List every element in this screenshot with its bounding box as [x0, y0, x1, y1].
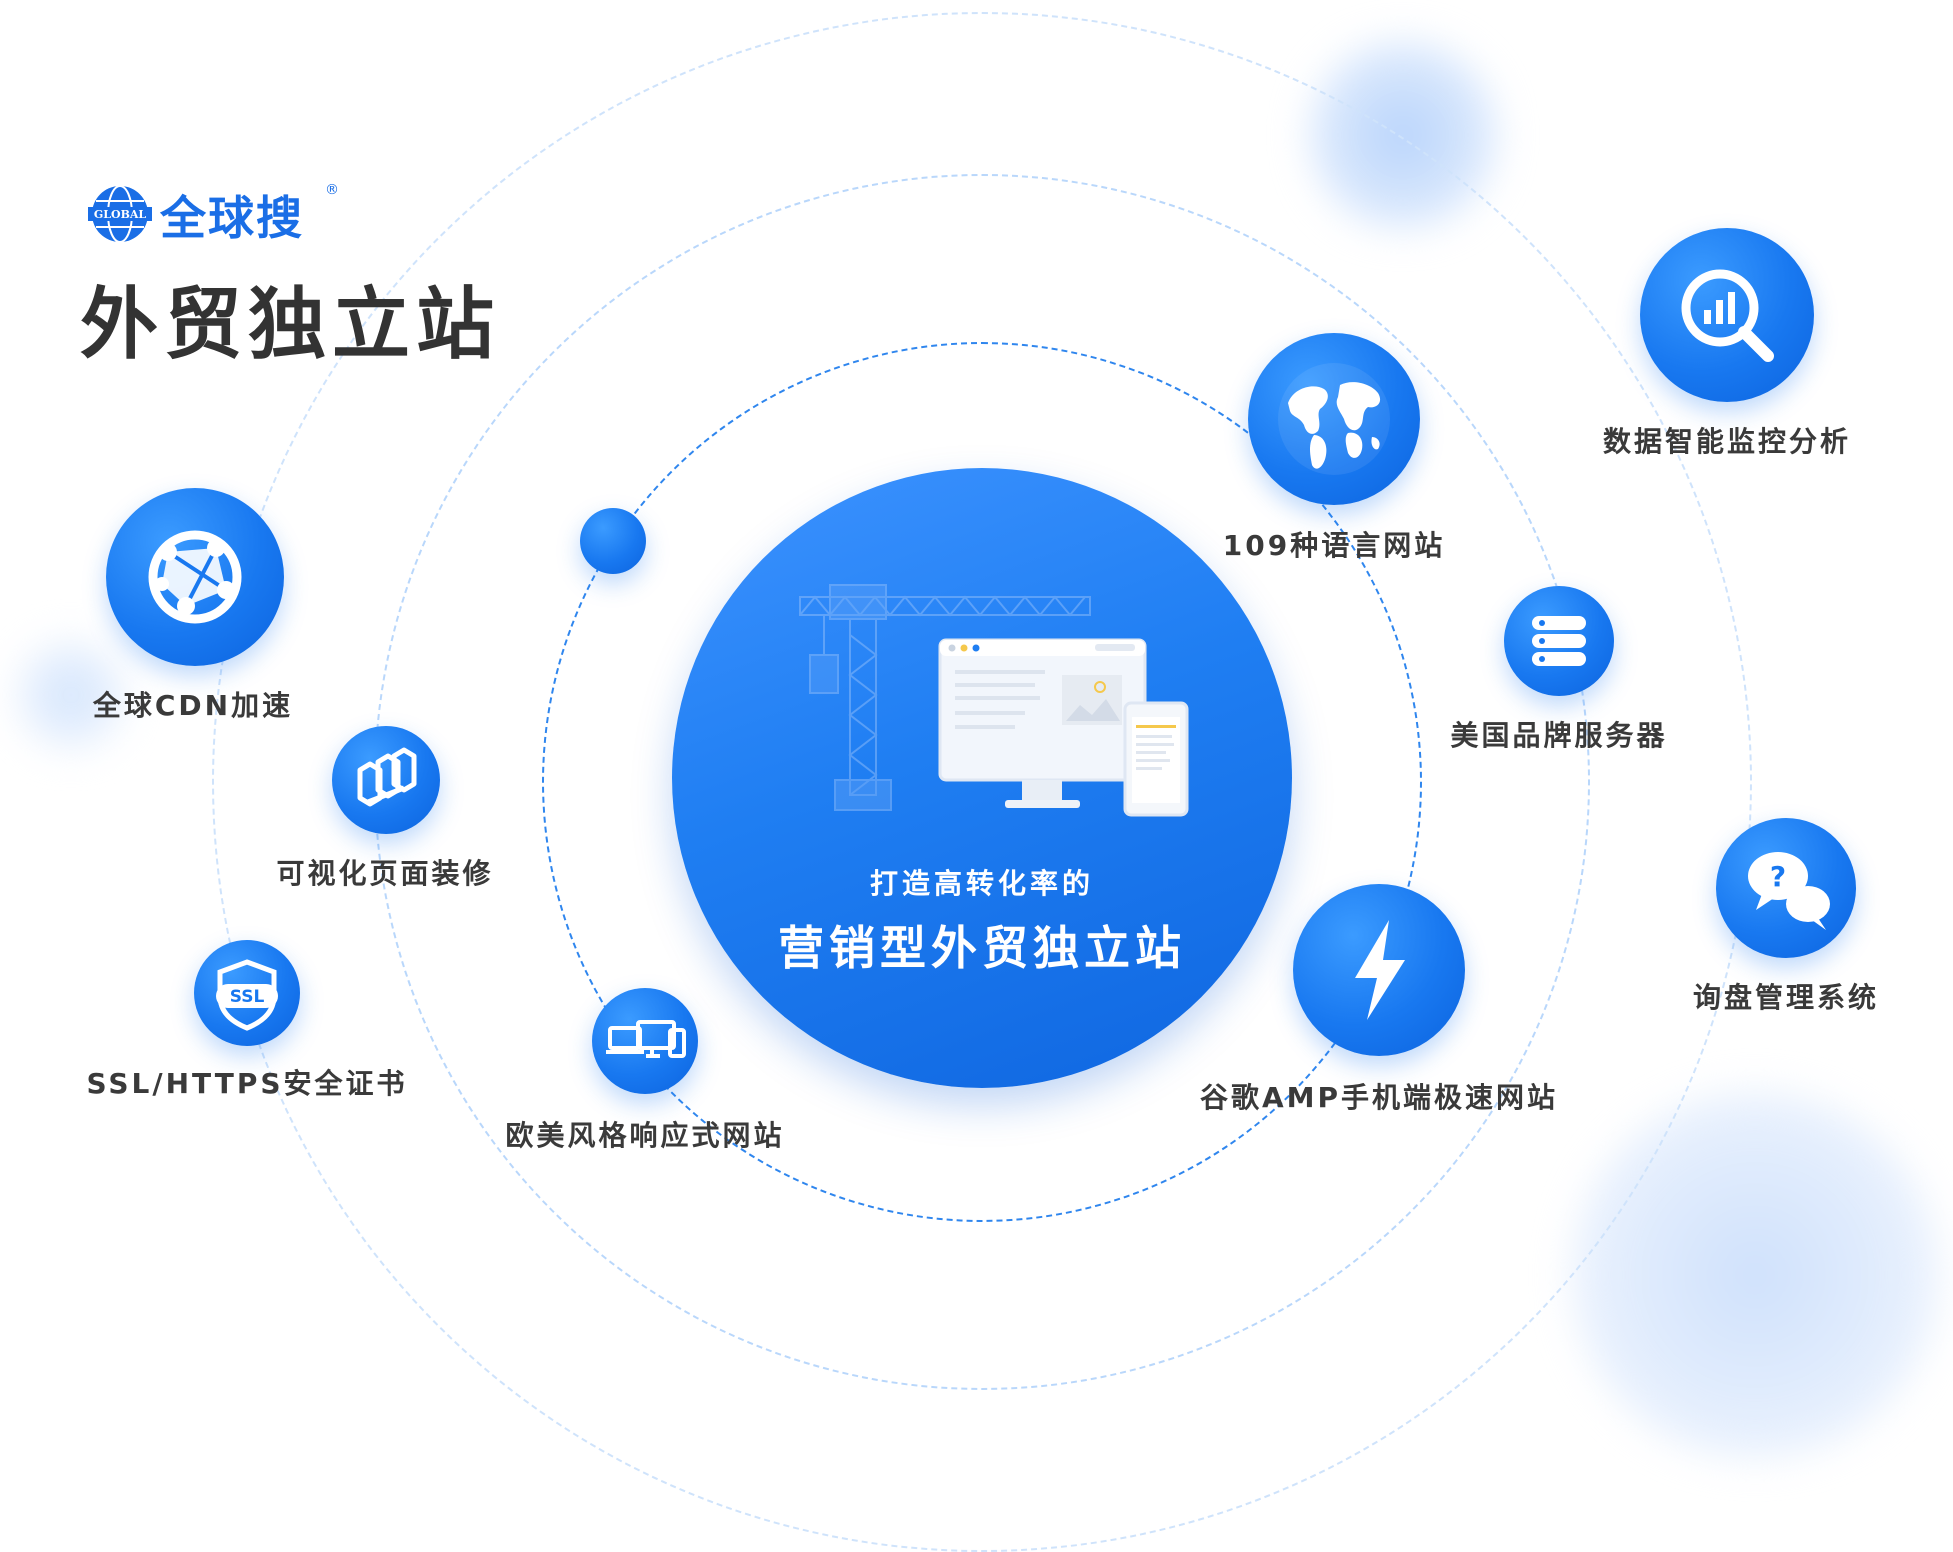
responsive-node	[592, 988, 698, 1094]
amp-node	[1293, 884, 1465, 1056]
devices-icon	[606, 1020, 686, 1058]
crane-website-illustration	[799, 584, 1189, 817]
monitor-icon	[938, 638, 1147, 808]
decor-blob-left	[16, 640, 126, 750]
chat-question-icon: ?	[1748, 852, 1830, 930]
analytics-node	[1640, 228, 1814, 402]
feature-label-server: 美国品牌服务器	[1450, 719, 1668, 752]
cdn-node	[106, 488, 284, 666]
registered-mark: ®	[325, 182, 339, 198]
ssl-icon-text: SSL	[230, 987, 265, 1007]
page-title: 外贸独立站	[80, 280, 501, 370]
crane-icon	[799, 584, 1091, 811]
feature-label-visual: 可视化页面装修	[276, 857, 494, 890]
feature-label-inquiry: 询盘管理系统	[1692, 981, 1880, 1014]
search-chart-icon	[1681, 269, 1774, 362]
ssl-node: SSL	[194, 940, 300, 1046]
feature-label-ssl: SSL/HTTPS安全证书	[86, 1067, 408, 1100]
inquiry-node: ?	[1716, 818, 1856, 958]
world-map-icon	[1278, 363, 1390, 475]
orbit-dot	[580, 508, 646, 574]
center-title: 营销型外贸独立站	[778, 921, 1186, 975]
feature-label-responsive: 欧美风格响应式网站	[505, 1119, 785, 1152]
logo-text: 全球搜	[160, 191, 304, 245]
server-icon	[1532, 616, 1586, 666]
lightning-icon	[1355, 920, 1405, 1020]
feature-label-analytics: 数据智能监控分析	[1602, 425, 1852, 458]
ssl-shield-icon: SSL	[216, 959, 278, 1031]
chat-question-text: ?	[1770, 860, 1786, 893]
phone-icon	[1123, 701, 1189, 817]
logo-globe-text: GLOBAL	[94, 208, 147, 221]
visual-node	[332, 726, 440, 834]
center-subtitle: 打造高转化率的	[869, 867, 1095, 900]
feature-label-lang: 109种语言网站	[1222, 529, 1446, 562]
feature-label-cdn: 全球CDN加速	[92, 689, 294, 722]
network-globe-icon	[148, 530, 242, 624]
orbit-ring-inner	[542, 342, 1422, 1222]
lang-node	[1248, 333, 1420, 505]
feature-label-amp: 谷歌AMP手机端极速网站	[1199, 1081, 1559, 1114]
logo-globe-icon: GLOBAL	[86, 184, 154, 244]
building-blocks-icon	[357, 747, 417, 807]
server-node	[1504, 586, 1614, 696]
